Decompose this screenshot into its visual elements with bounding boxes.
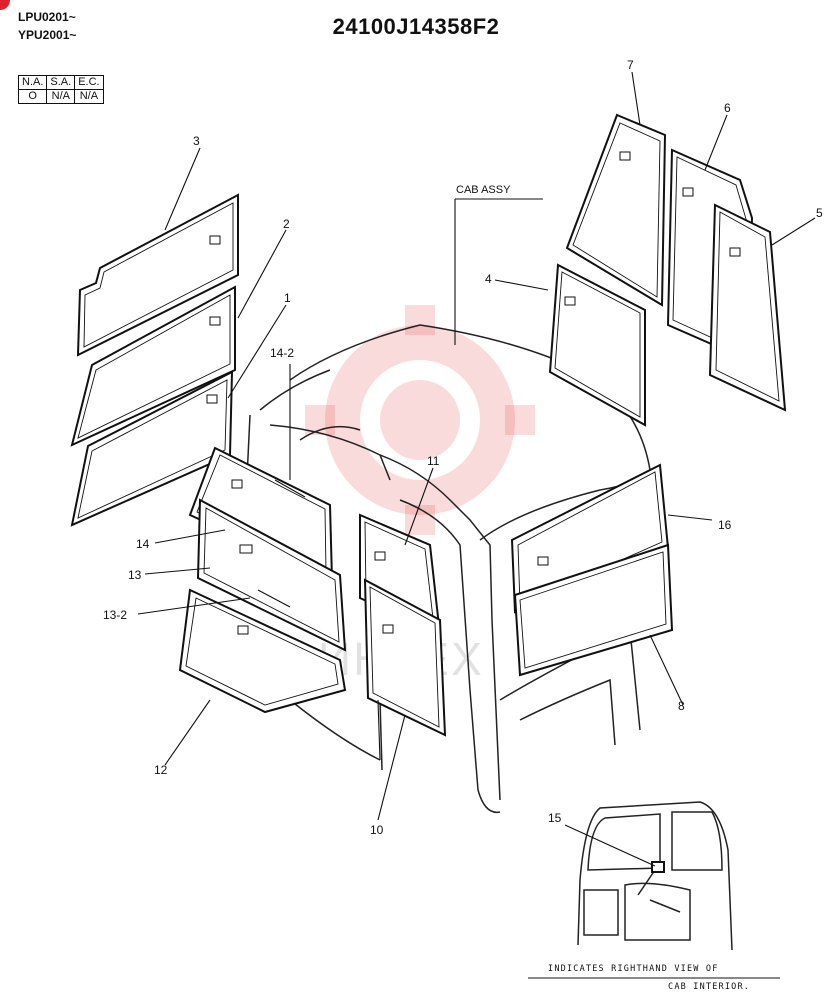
corner-badge [0, 0, 10, 10]
applicability-value-ec: N/A [74, 89, 104, 104]
callout-7: 7 [627, 58, 634, 72]
panel-7 [565, 113, 667, 307]
applicability-header-row: N.A. S.A. E.C. [17, 75, 104, 90]
note-line-1: INDICATES RIGHTHAND VIEW OF [548, 964, 719, 974]
callout-15: 15 [548, 811, 562, 825]
callout-13-2: 13-2 [103, 608, 127, 622]
panel-10 [363, 578, 447, 737]
callout-5: 5 [816, 206, 823, 220]
cab-assy-label: CAB ASSY [456, 184, 511, 196]
part-number-title: 24100J14358F2 [332, 14, 500, 39]
panel-3 [76, 193, 239, 357]
panel-15 [651, 861, 665, 873]
applicability-header-sa: S.A. [46, 75, 76, 90]
panel-13 [196, 498, 347, 652]
panel-8 [513, 543, 674, 677]
serial-range-2: YPU2001~ [18, 28, 77, 42]
callout-13: 13 [128, 568, 142, 582]
callout-2: 2 [283, 217, 290, 231]
callout-11: 11 [427, 454, 440, 468]
leader-lines [137, 71, 816, 979]
panel-12 [178, 588, 347, 714]
applicability-header-na: N.A. [17, 75, 48, 90]
callout-14-2: 14-2 [270, 346, 294, 360]
note-line-2: CAB INTERIOR. [668, 982, 750, 992]
serial-range-1: LPU0201~ [18, 10, 76, 24]
applicability-table: N.A. S.A. E.C. O N/A N/A [17, 75, 104, 104]
callout-1: 1 [284, 291, 291, 305]
callout-16: 16 [718, 518, 732, 532]
applicability-header-ec: E.C. [74, 75, 104, 90]
callout-12: 12 [154, 763, 168, 777]
applicability-value-na: O [17, 89, 48, 104]
cab-interior-inset [577, 801, 733, 951]
panel-2 [70, 285, 236, 447]
callout-10: 10 [370, 823, 384, 837]
applicability-value-row: O N/A N/A [17, 89, 104, 104]
callout-4: 4 [485, 272, 492, 286]
panel-5 [708, 203, 787, 412]
callout-3: 3 [193, 134, 200, 148]
callout-14: 14 [136, 537, 150, 551]
panel-4 [548, 263, 646, 427]
callout-6: 6 [724, 101, 731, 115]
callout-8: 8 [678, 699, 685, 713]
